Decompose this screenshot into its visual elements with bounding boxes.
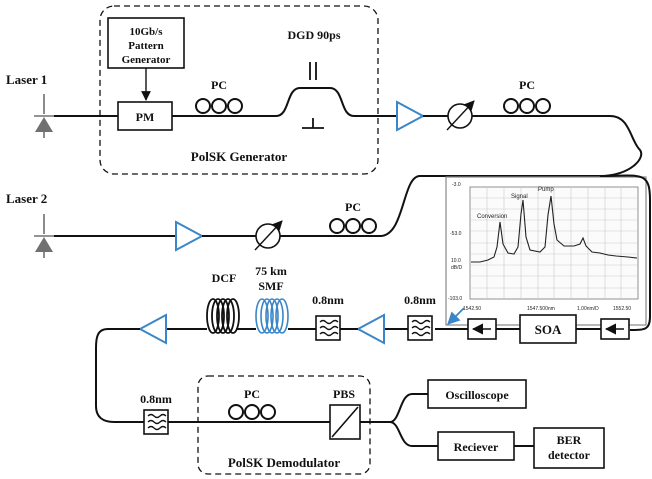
filter1-label: 0.8nm [312, 293, 344, 307]
fiber-loop-3 [95, 328, 144, 423]
pc1-icon [195, 98, 243, 114]
pc2-icon [503, 98, 551, 114]
peak-label-conversion: Conversion [477, 214, 507, 220]
soa-box [519, 314, 577, 344]
polsk-generator-frame [99, 5, 379, 175]
dgd-element [275, 62, 355, 129]
spectrum-scale-2: dB/D [451, 265, 463, 271]
fiber-loop-2 [599, 174, 651, 331]
ber-detector-box [533, 427, 605, 469]
smf-label-2: SMF [258, 279, 283, 293]
laser2-icon [34, 214, 54, 258]
filter3-icon [143, 409, 169, 435]
amplifier-2-icon [175, 220, 205, 252]
spectrum-y-mid: -53.0 [450, 231, 462, 237]
fiber-pbs-osc [360, 393, 428, 423]
polsk-demodulator-frame [197, 375, 371, 475]
filter3-label: 0.8nm [140, 392, 172, 406]
pattern-generator-line2: Pattern [128, 40, 163, 52]
filter2-label: 0.8nm [404, 293, 436, 307]
spectrum-x-mid: 1547.500nm [527, 306, 555, 312]
ber-label-1: BER [557, 433, 582, 447]
amplifier-4-icon [137, 313, 167, 345]
spectrum-y-bottom: -103.0 [448, 296, 462, 302]
peak-label-signal: Signal [511, 194, 528, 200]
spectrum-trace [471, 195, 638, 263]
filter1-icon [315, 315, 341, 341]
oscilloscope-box [427, 379, 527, 409]
pm-label: PM [136, 110, 155, 124]
fiber-pbs-rx [389, 421, 438, 447]
peak-label-pump: Pump [538, 187, 554, 193]
spectrum-inset: Conversion Signal Pump -3.0 -53.0 10.0 d… [445, 176, 647, 326]
pattern-generator-line3: Generator [122, 54, 171, 66]
filter2-icon [407, 315, 433, 341]
attenuator-1-icon [446, 100, 475, 131]
pc1-label: PC [211, 78, 227, 92]
pbs-label: PBS [333, 387, 355, 401]
pbs-icon [329, 404, 361, 440]
attenuator-2-icon [254, 220, 283, 251]
laser1-icon [34, 94, 54, 138]
pc4-icon [228, 404, 276, 420]
receiver-label: Reciever [454, 440, 499, 454]
ber-label-2: detector [548, 448, 591, 462]
dcf-spool-icon [206, 298, 240, 334]
spectrum-x-res: 1.00nm/D [577, 306, 599, 312]
dcf-label: DCF [212, 271, 237, 285]
polsk-generator-label: PolSK Generator [191, 149, 288, 164]
spectrum-x-right: 1552.50 [613, 306, 631, 312]
spectrum-scale-1: 10.0 [451, 258, 461, 264]
laser1-label: Laser 1 [6, 72, 47, 87]
oscilloscope-label: Oscilloscope [445, 388, 509, 402]
amplifier-1-icon [396, 100, 426, 132]
pattern-generator-line1: 10Gb/s [129, 26, 163, 38]
fiber-loop-1 [379, 115, 643, 237]
smf-spool-icon [255, 298, 289, 334]
smf-label-1: 75 km [255, 264, 287, 278]
laser2-label: Laser 2 [6, 191, 47, 206]
amplifier-3-icon [355, 313, 385, 345]
spectrum-y-top: -3.0 [452, 182, 461, 188]
isolator-right-icon [600, 318, 630, 340]
pc3-label: PC [345, 200, 361, 214]
spectrum-x-left: 1542.50 [463, 306, 481, 312]
pc3-icon [329, 218, 377, 234]
pc2-label: PC [519, 78, 535, 92]
isolator-left-icon [467, 318, 497, 340]
receiver-box [437, 431, 515, 461]
spectrum-pointer-arrow [447, 307, 465, 325]
pc4-label: PC [244, 387, 260, 401]
polsk-demodulator-label: PolSK Demodulator [228, 455, 341, 470]
dgd-label: DGD 90ps [287, 28, 340, 42]
soa-label: SOA [535, 322, 562, 337]
